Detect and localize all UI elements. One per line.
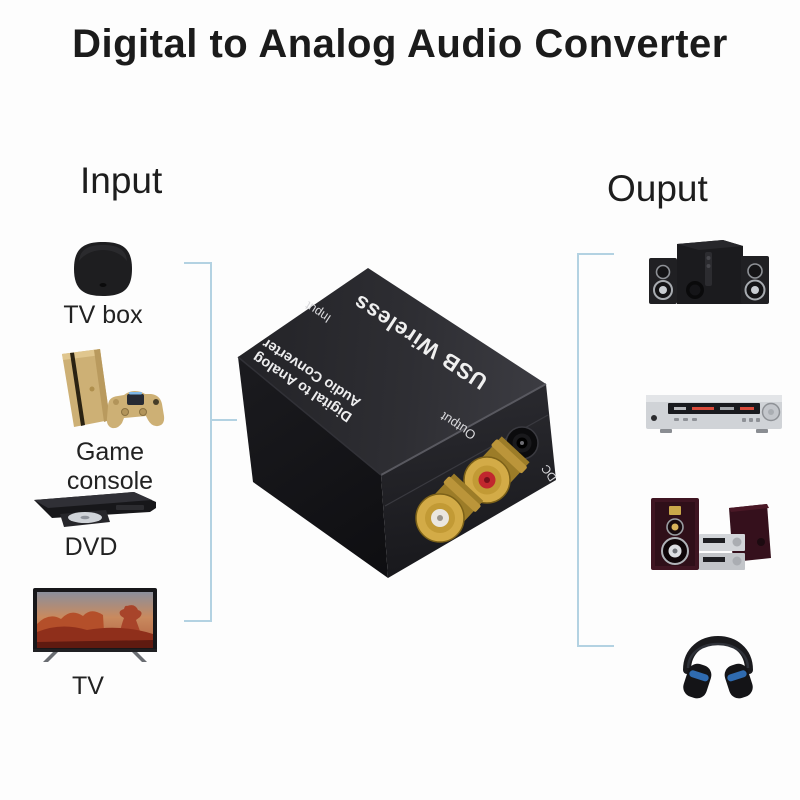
hifi-stereo-icon [651, 498, 771, 570]
input-bracket-line [184, 262, 212, 622]
converter-box-photo: USB Wireless Digital to Analog Audio Con… [237, 268, 560, 578]
input-section-heading: Input [80, 160, 163, 201]
rca-jack-red [463, 436, 530, 504]
game-controller [106, 391, 165, 429]
rca-jack-white [415, 473, 484, 543]
device-label-tv-box: TV box [63, 301, 143, 329]
output-section-heading: Ouput [607, 168, 708, 209]
tv-box-icon [74, 242, 132, 296]
device-label-game-console: Game console [66, 438, 154, 495]
game-console-icon [62, 349, 165, 429]
device-label-dvd: DVD [64, 533, 118, 561]
dvd-player-icon [34, 492, 156, 527]
tv-icon [33, 588, 157, 662]
page-title: Digital to Analog Audio Converter [72, 22, 728, 66]
speaker-system-icon [649, 240, 769, 304]
headphones-icon [683, 636, 753, 699]
converter-top-face [238, 268, 546, 475]
input-bracket-connector [212, 419, 237, 421]
amplifier-icon [646, 395, 782, 433]
output-bracket-line [577, 253, 614, 647]
device-label-tv: TV [72, 672, 104, 700]
converter-side-face [238, 357, 388, 578]
